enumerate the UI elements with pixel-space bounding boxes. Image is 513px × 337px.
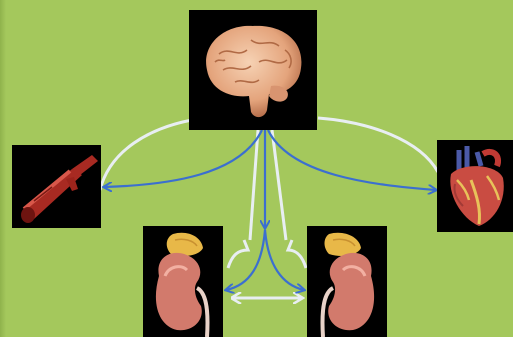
heart-icon	[437, 140, 513, 232]
heart-tile	[437, 140, 513, 232]
brain-tile	[189, 10, 317, 130]
brain-icon	[189, 10, 317, 130]
efferent-arrow-brain-to-heart	[268, 130, 436, 190]
kidney-adrenal-icon	[307, 226, 387, 337]
efferent-arrow-brain-to-vessel	[104, 130, 262, 187]
blood-vessel-tile	[12, 145, 101, 228]
feedback-line-heart-to-brain	[318, 118, 438, 172]
feedback-bend-right-kidney	[288, 240, 306, 268]
feedback-bend-left-kidney	[228, 240, 248, 268]
blood-vessel-icon	[12, 145, 101, 228]
right-kidney-tile	[307, 226, 387, 337]
kidney-adrenal-icon	[143, 226, 223, 337]
left-kidney-tile	[143, 226, 223, 337]
